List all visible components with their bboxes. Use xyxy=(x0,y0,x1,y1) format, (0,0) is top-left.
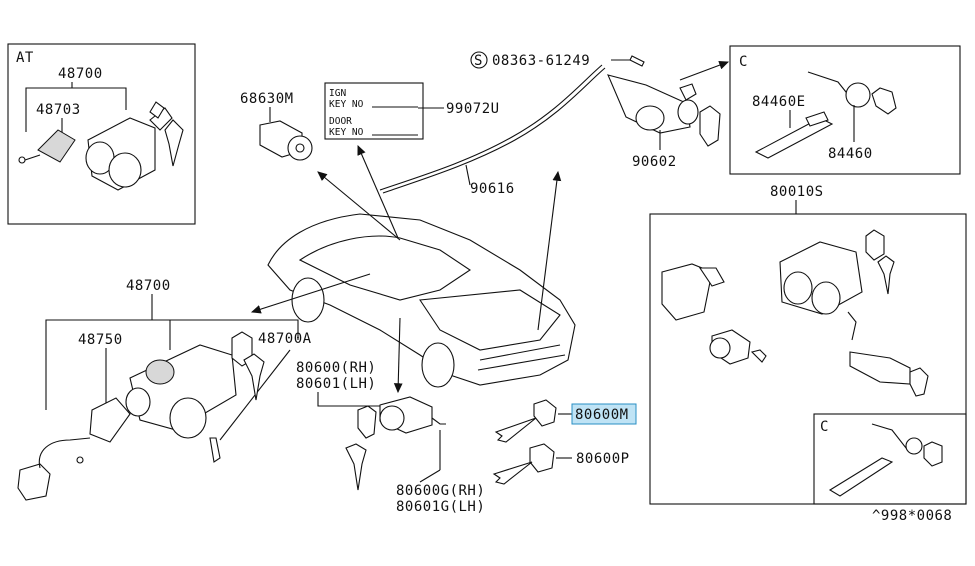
part-label-80600p: 80600P xyxy=(576,451,630,467)
c-box-top-title: C xyxy=(739,54,748,70)
part-label-68630m: 68630M xyxy=(240,91,294,107)
part-label-99072u: 99072U xyxy=(446,101,500,117)
screw-symbol: S xyxy=(474,53,483,69)
part-label-80600m[interactable]: 80600M xyxy=(575,407,629,423)
trunk-lock-cylinder-drawing xyxy=(259,120,313,161)
part-label-08363-61249: 08363-61249 xyxy=(492,53,590,69)
lock-set-box-80010s xyxy=(649,213,967,505)
ignition-lock-assembly-drawing xyxy=(17,331,265,501)
part-label-90602: 90602 xyxy=(632,154,677,170)
part-label-80600-rh: 80600(RH) xyxy=(296,360,376,376)
at-inset-box: AT 48700 48703 xyxy=(7,43,196,225)
part-label-84460: 84460 xyxy=(828,146,873,162)
key-80600p-drawing xyxy=(492,443,555,485)
part-label-80601g-lh: 80601G(LH) xyxy=(396,499,485,515)
part-label-80600g-rh: 80600G(RH) xyxy=(396,483,485,499)
part-label-48700-mid: 48700 xyxy=(126,278,171,294)
trunk-opener-assembly-drawing xyxy=(607,74,721,147)
part-label-48703: 48703 xyxy=(36,102,81,118)
ignition-lock-at-drawing xyxy=(18,101,184,191)
c-box-bottom-title: C xyxy=(820,419,829,435)
part-label-48700-top: 48700 xyxy=(58,66,103,82)
car-body-drawing xyxy=(267,213,576,388)
part-label-80010s: 80010S xyxy=(770,184,824,200)
highlight-80600m xyxy=(571,403,637,425)
screw-callout: S 08363-61249 xyxy=(470,51,645,69)
door-lock-cylinder-drawing xyxy=(345,396,446,491)
key-80600m-drawing xyxy=(494,399,557,443)
diagram-code: ^998*0068 xyxy=(872,508,952,524)
c-inset-box-bottom: C xyxy=(813,413,967,505)
part-label-48750: 48750 xyxy=(78,332,123,348)
part-label-48700a: 48700A xyxy=(258,331,312,347)
at-box-title: AT xyxy=(16,50,34,66)
part-label-84460e: 84460E xyxy=(752,94,806,110)
trunk-release-cable xyxy=(382,67,606,194)
part-label-90616: 90616 xyxy=(470,181,515,197)
part-label-80601-lh: 80601(LH) xyxy=(296,376,376,392)
c-inset-box-top: C 84460E 84460 xyxy=(729,45,961,175)
